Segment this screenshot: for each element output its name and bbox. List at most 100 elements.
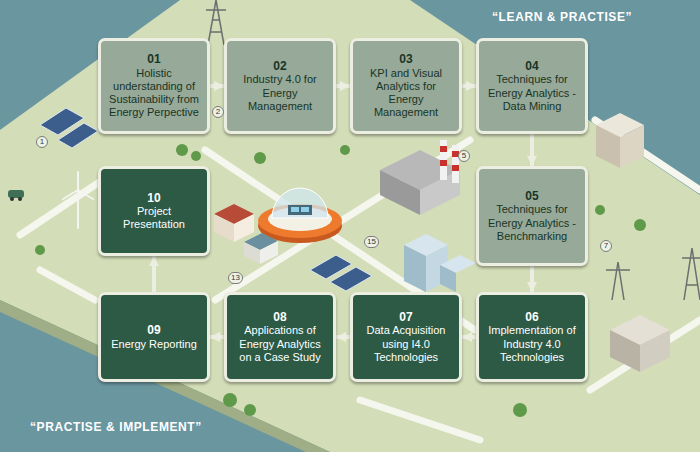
- tree: [35, 245, 45, 255]
- step-number: 02: [273, 59, 286, 73]
- callout-number: 2: [212, 106, 224, 118]
- step-title: Techniques for Energy Analytics - Data M…: [485, 73, 579, 113]
- road: [40, 270, 95, 300]
- callout-number: 13: [228, 272, 243, 284]
- road: [20, 175, 110, 235]
- control-dome: [288, 205, 312, 215]
- step-number: 04: [525, 59, 538, 73]
- glass-tower: [440, 265, 456, 292]
- tree: [35, 144, 646, 417]
- step-title: Project Presentation: [107, 205, 201, 231]
- power-pylon: [206, 0, 700, 300]
- process-box: 01Holistic understanding of Sustainabili…: [98, 38, 210, 134]
- factory: [452, 165, 459, 171]
- control-dome: [291, 207, 299, 212]
- solar-panel: [58, 123, 98, 148]
- tree: [340, 145, 350, 155]
- flow-arrow: [462, 335, 476, 339]
- process-box: 09Energy Reporting: [98, 292, 210, 382]
- wind-turbine: [63, 172, 93, 228]
- office-building: [610, 330, 640, 372]
- factory: [440, 160, 447, 166]
- step-title: Techniques for Energy Analytics - Benchm…: [485, 203, 579, 243]
- callout-number: 15: [364, 236, 379, 248]
- solar-panel: [330, 267, 372, 291]
- step-number: 10: [147, 191, 160, 205]
- process-box: 06Implementation of Industry 4.0 Technol…: [476, 292, 588, 382]
- control-dome: [272, 188, 328, 218]
- office-building: [596, 125, 620, 168]
- flow-arrow: [336, 84, 350, 88]
- tree: [254, 152, 266, 164]
- callout-number: 7: [600, 240, 612, 252]
- step-title: Applications of Energy Analytics on a Ca…: [233, 324, 327, 364]
- step-title: Holistic understanding of Sustainability…: [107, 67, 201, 120]
- power-pylon: [682, 248, 700, 300]
- callout-number: 1: [36, 136, 48, 148]
- step-number: 03: [399, 52, 412, 66]
- office-building: [640, 330, 670, 372]
- flow-arrow: [530, 266, 534, 292]
- process-box: 03KPI and Visual Analytics for Energy Ma…: [350, 38, 462, 134]
- flow-arrow: [210, 84, 224, 88]
- flow-arrow: [210, 335, 224, 339]
- flow-arrow: [462, 84, 476, 88]
- step-title: Energy Reporting: [111, 338, 197, 351]
- road: [215, 140, 470, 300]
- tree: [223, 393, 237, 407]
- step-number: 06: [525, 310, 538, 324]
- factory: [380, 170, 420, 215]
- section-label: “LEARN & PRACTISE”: [492, 10, 632, 24]
- house: [214, 204, 278, 264]
- house: [214, 214, 234, 242]
- step-number: 07: [399, 310, 412, 324]
- house: [234, 214, 254, 242]
- step-number: 01: [147, 52, 160, 66]
- tree: [595, 205, 605, 215]
- office-building: [596, 113, 670, 372]
- power-pylon: [206, 0, 226, 45]
- house: [244, 242, 260, 264]
- callout-number: 5: [458, 150, 470, 162]
- step-number: 05: [525, 189, 538, 203]
- step-title: Data Acquisition using I4.0 Technologies: [359, 324, 453, 364]
- control-dome: [258, 188, 342, 243]
- office-building: [620, 125, 644, 168]
- car: [8, 190, 24, 198]
- factory: [452, 145, 459, 183]
- flow-arrow: [530, 134, 534, 166]
- step-title: KPI and Visual Analytics for Energy Mana…: [359, 67, 453, 120]
- tree: [176, 144, 188, 156]
- road: [20, 120, 700, 440]
- control-dome: [258, 204, 342, 238]
- house: [260, 241, 278, 264]
- solar-panel: [40, 108, 372, 291]
- process-box: 05Techniques for Energy Analytics - Benc…: [476, 166, 588, 266]
- process-box: 04Techniques for Energy Analytics - Data…: [476, 38, 588, 134]
- process-box: 07Data Acquisition using I4.0 Technologi…: [350, 292, 462, 382]
- flow-arrow: [152, 256, 156, 292]
- glass-tower: [404, 245, 426, 292]
- power-pylon: [606, 262, 630, 300]
- flow-arrow: [336, 335, 350, 339]
- wind-turbine: [63, 190, 78, 199]
- step-number: 08: [273, 310, 286, 324]
- process-box: 08Applications of Energy Analytics on a …: [224, 292, 336, 382]
- tree: [513, 403, 527, 417]
- step-title: Industry 4.0 for Energy Management: [233, 73, 327, 113]
- wind-turbine: [77, 190, 79, 228]
- wind-turbine: [78, 190, 93, 199]
- factory: [440, 146, 447, 152]
- wind-turbine: [77, 172, 79, 190]
- car: [10, 197, 14, 201]
- step-title: Implementation of Industry 4.0 Technolog…: [485, 324, 579, 364]
- car: [8, 190, 24, 201]
- factory: [440, 140, 447, 180]
- tree: [244, 404, 256, 416]
